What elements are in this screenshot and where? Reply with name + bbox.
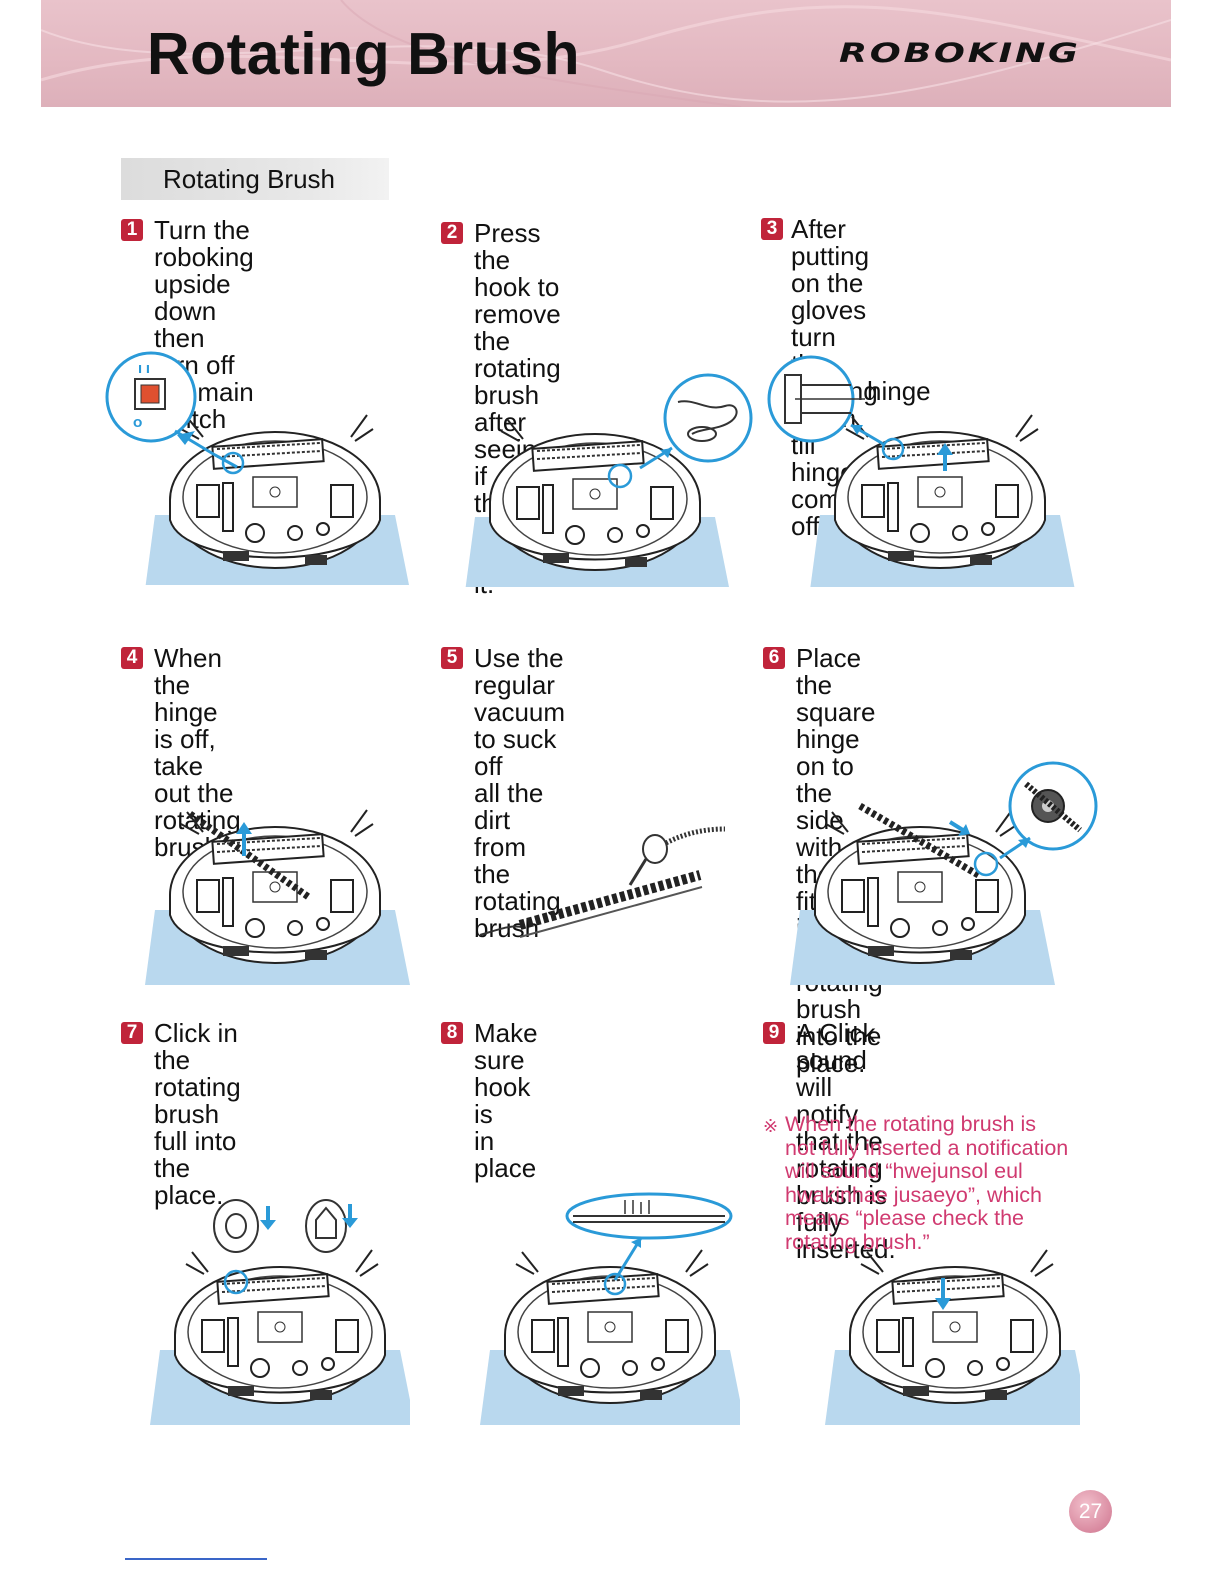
reference-mark-icon: ※ [763, 1115, 778, 1139]
illustration-step-5 [470, 825, 730, 955]
svg-text:O: O [133, 417, 142, 430]
step-number-badge: 9 [763, 1022, 785, 1044]
step-number-badge: 1 [121, 219, 143, 241]
step-number-badge: 4 [121, 647, 143, 669]
illustration-step-8 [465, 1190, 740, 1425]
section-label: Rotating Brush [121, 158, 389, 200]
illustration-step-1: I I O [105, 345, 425, 585]
page-header: Rotating Brush ROBOKING [41, 0, 1171, 107]
step-text: Click in the rotating brush full into th… [154, 1020, 241, 1209]
step-number-badge: 8 [441, 1022, 463, 1044]
step-number-badge: 2 [441, 222, 463, 244]
svg-text:I I: I I [138, 363, 150, 376]
footer-line [125, 1558, 267, 1560]
illustration-step-6 [790, 760, 1110, 985]
illustration-step-7 [140, 1190, 410, 1425]
page-number: 27 [1069, 1490, 1112, 1533]
step-number-badge: 5 [441, 647, 463, 669]
page-title: Rotating Brush [147, 20, 580, 88]
illustration-step-9 [800, 1240, 1080, 1425]
note-text: When the rotating brush is not fully ins… [785, 1113, 1105, 1254]
step-number-badge: 6 [763, 647, 785, 669]
step-number-badge: 7 [121, 1022, 143, 1044]
step-number-badge: 3 [761, 218, 783, 240]
brand-logo: ROBOKING [839, 38, 1081, 69]
hinge-label: hinge [867, 376, 931, 407]
step-text: Make sure hook is in place [474, 1020, 538, 1182]
illustration-step-4 [140, 800, 410, 985]
zoom-circle-icon [665, 375, 751, 461]
illustration-step-2 [440, 372, 770, 587]
